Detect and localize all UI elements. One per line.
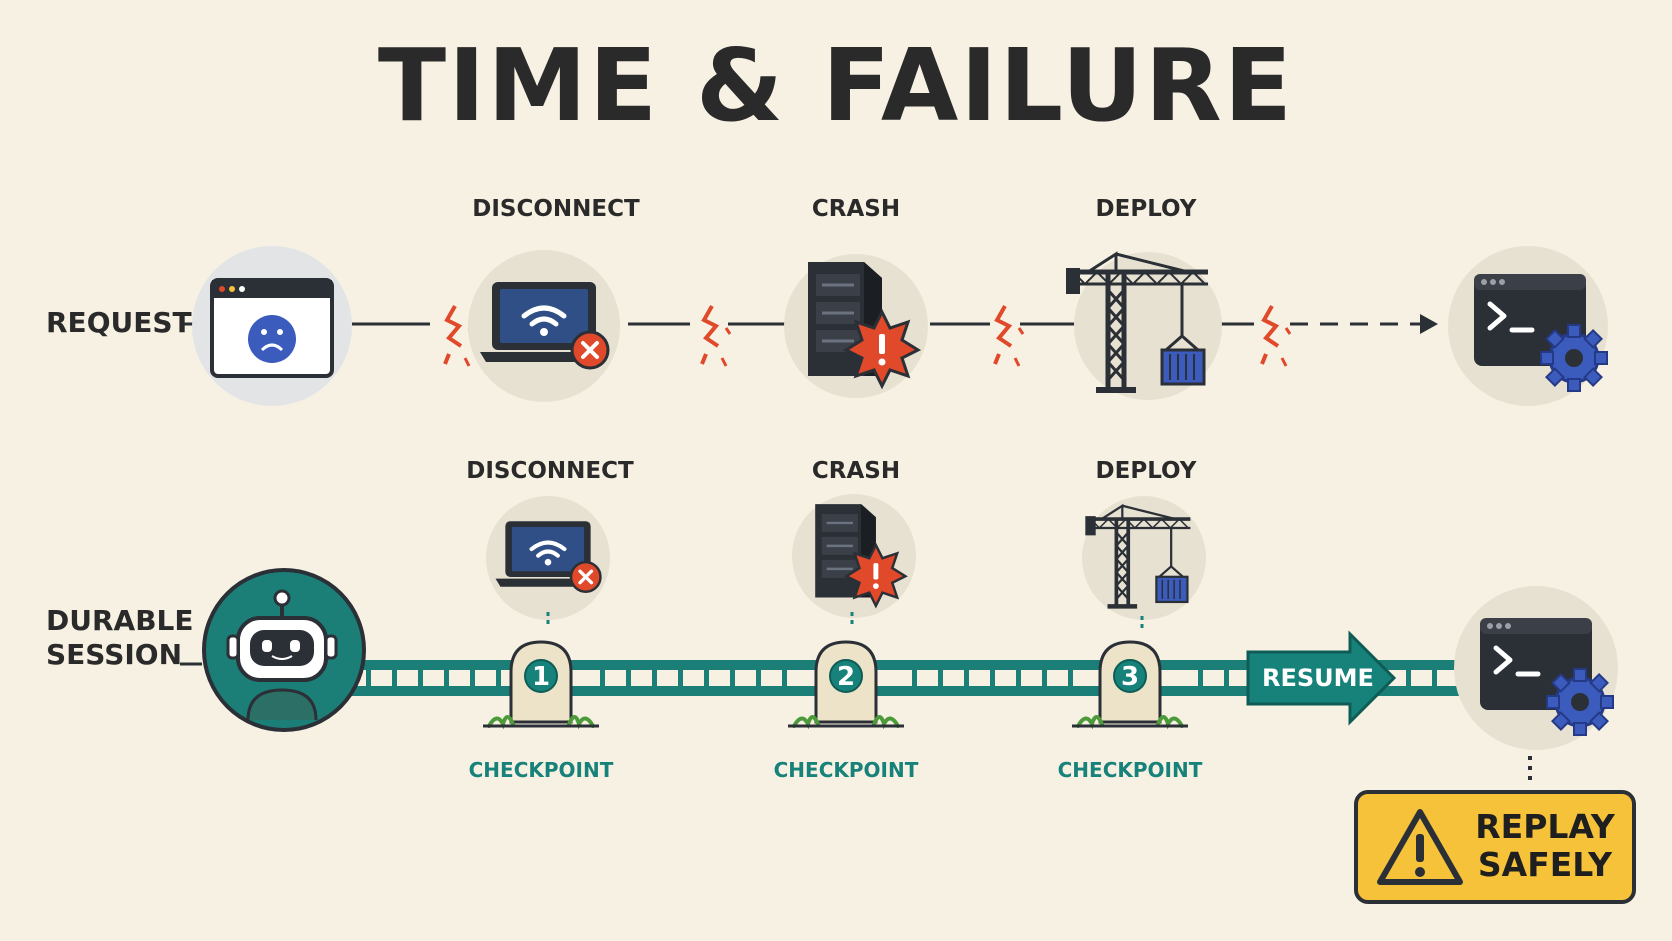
event-label-disconnect: DISCONNECT <box>472 196 640 222</box>
laptop-wifi-error-icon <box>480 282 608 368</box>
checkpoint-label-2: CHECKPOINT <box>773 758 919 782</box>
track-tie <box>1224 670 1229 686</box>
track-tie <box>1406 670 1411 686</box>
track-tie <box>1068 670 1073 686</box>
track-tie <box>1432 670 1437 686</box>
track-tie <box>704 670 709 686</box>
track-tie <box>756 670 761 686</box>
event-label-deploy: DEPLOY <box>1095 196 1197 222</box>
event-label-crash: CRASH <box>811 196 901 222</box>
break-bolt-4 <box>1260 304 1292 368</box>
robot-agent-icon <box>226 589 338 721</box>
track-tie <box>470 670 475 686</box>
checkpoint-number-2: 2 <box>836 662 856 692</box>
track-tie <box>990 670 995 686</box>
track-tie <box>730 670 735 686</box>
track-tie <box>1198 670 1203 686</box>
laptop-wifi-error-icon-small <box>496 521 601 592</box>
track-ties <box>330 670 1460 686</box>
track-tie <box>600 670 605 686</box>
event-label-disconnect-bottom: DISCONNECT <box>466 458 634 484</box>
track-tie <box>444 670 449 686</box>
sad-browser-icon <box>210 278 334 378</box>
checkpoint-number-1: 1 <box>531 662 551 692</box>
event-label-deploy-bottom: DEPLOY <box>1095 458 1197 484</box>
resume-label: RESUME <box>1262 664 1374 692</box>
durable-session-label-line1: DURABLE <box>46 604 194 637</box>
replay-safely-label: REPLAY SAFELY <box>1470 808 1620 884</box>
durable-session-label-line2: SESSION <box>46 638 183 671</box>
durable-session-label: DURABLE SESSION <box>46 604 194 672</box>
replay-safely-box <box>1354 790 1636 904</box>
checkpoint-label-3: CHECKPOINT <box>1057 758 1203 782</box>
bottom-row <box>180 494 1636 904</box>
track-tie <box>964 670 969 686</box>
top-row <box>180 246 1608 406</box>
track-tie <box>938 670 943 686</box>
warning-icon <box>1377 809 1463 885</box>
track-tie <box>496 670 501 686</box>
track-tie <box>392 670 397 686</box>
track-tie <box>1042 670 1047 686</box>
break-bolt-2 <box>700 304 732 368</box>
event-label-crash-bottom: CRASH <box>811 458 901 484</box>
track-tie <box>652 670 657 686</box>
replay-label-line1: REPLAY <box>1475 807 1615 846</box>
break-bolt-3 <box>993 304 1025 368</box>
resume-arrow <box>1246 630 1397 726</box>
track-tie <box>1016 670 1021 686</box>
track-tie <box>678 670 683 686</box>
track-tie <box>912 670 917 686</box>
checkpoint-label-1: CHECKPOINT <box>468 758 614 782</box>
checkpoint-number-3: 3 <box>1120 662 1140 692</box>
track-tie <box>626 670 631 686</box>
request-label: REQUEST <box>46 306 192 339</box>
page-title: TIME & FAILURE <box>377 27 1295 144</box>
track-tie <box>366 670 371 686</box>
track-tie <box>782 670 787 686</box>
replay-label-line2: SAFELY <box>1477 845 1613 884</box>
track-tie <box>418 670 423 686</box>
